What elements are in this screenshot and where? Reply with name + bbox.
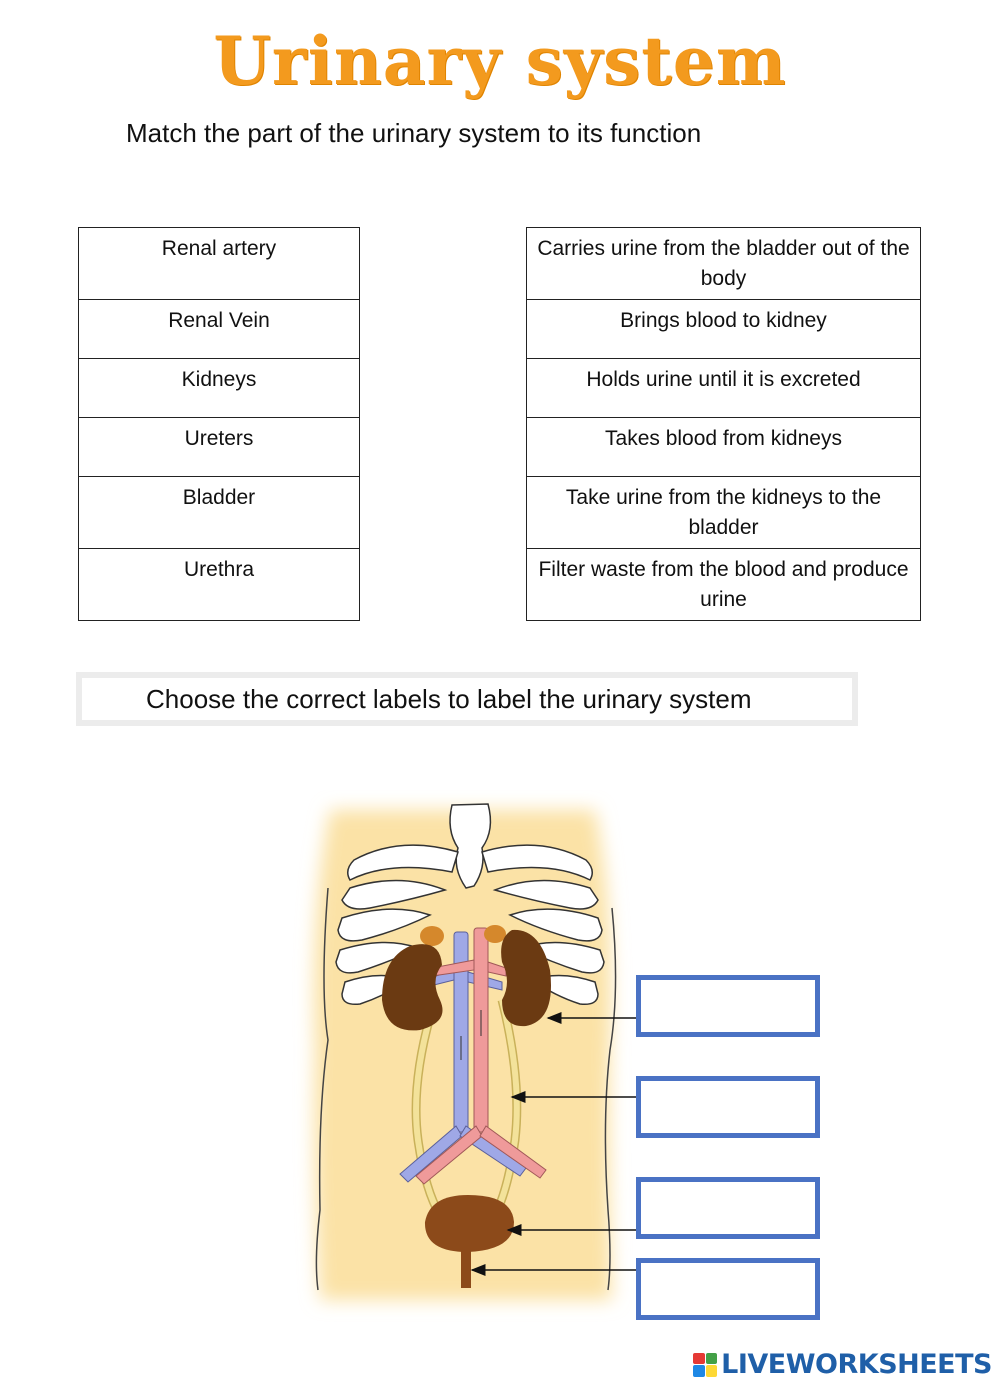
label-answer-box-4[interactable] [636, 1258, 820, 1320]
function-cell[interactable]: Takes blood from kidneys [526, 417, 921, 477]
right-kidney [501, 929, 551, 1027]
right-ureter-fill [492, 999, 520, 1217]
left-ureter-fill [413, 999, 443, 1217]
function-cell[interactable]: Brings blood to kidney [526, 299, 921, 359]
function-cell[interactable]: Take urine from the kidneys to the bladd… [526, 476, 921, 549]
part-cell[interactable]: Renal artery [78, 227, 360, 300]
function-cell[interactable]: Carries urine from the bladder out of th… [526, 227, 921, 300]
right-adrenal-gland [484, 925, 506, 943]
artery-network [415, 927, 547, 1185]
parts-table: Renal artery Renal Vein Kidneys Ureters … [78, 227, 360, 621]
label-answer-box-3[interactable] [636, 1177, 820, 1239]
torso-right-outline [604, 907, 617, 1291]
part-cell[interactable]: Bladder [78, 476, 360, 549]
sternum [449, 803, 492, 889]
label-answer-box-2[interactable] [636, 1076, 820, 1138]
labeling-instruction: Choose the correct labels to label the u… [76, 672, 858, 726]
worksheet-title: Urinary system [213, 22, 787, 100]
brand-name: LIVEWORKSHEETS [721, 1349, 992, 1380]
function-cell[interactable]: Holds urine until it is excreted [526, 358, 921, 418]
left-adrenal-gland [420, 926, 444, 946]
part-cell[interactable]: Urethra [78, 548, 360, 621]
urinary-system-diagram [314, 803, 636, 1300]
label-answer-box-1[interactable] [636, 975, 820, 1037]
functions-table: Carries urine from the bladder out of th… [526, 227, 921, 621]
left-ribs [335, 844, 459, 1006]
brand-watermark: LIVEWORKSHEETS [693, 1349, 992, 1380]
part-cell[interactable]: Ureters [78, 417, 360, 477]
part-cell[interactable]: Renal Vein [78, 299, 360, 359]
urethra [461, 1248, 471, 1288]
brand-logo-icon [693, 1352, 718, 1377]
torso-left-outline [315, 887, 329, 1291]
left-kidney [382, 944, 443, 1031]
function-cell[interactable]: Filter waste from the blood and produce … [526, 548, 921, 621]
matching-instruction: Match the part of the urinary system to … [126, 118, 702, 148]
part-cell[interactable]: Kidneys [78, 358, 360, 418]
bladder [424, 1195, 514, 1252]
